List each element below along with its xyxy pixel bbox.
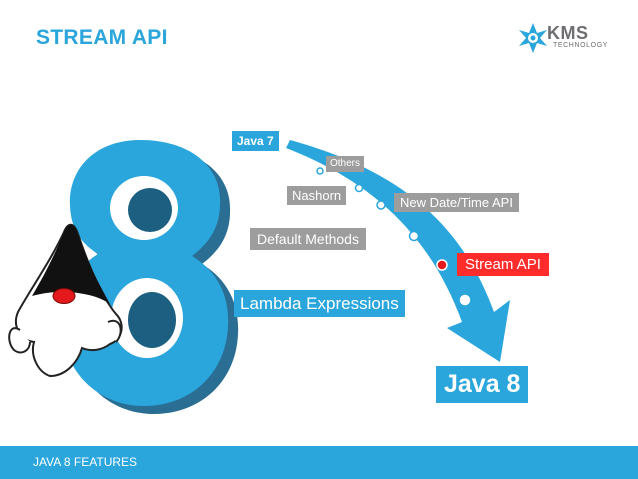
footer-bar: JAVA 8 FEATURES (0, 446, 638, 479)
label-stream-api: Stream API (457, 253, 549, 276)
footer-title: JAVA 8 FEATURES (33, 455, 138, 469)
logo-tagline: TECHNOLOGY (553, 42, 609, 49)
label-lambda-expressions: Lambda Expressions (234, 290, 405, 317)
slide-title: STREAM API (36, 26, 168, 49)
label-java8: Java 8 (436, 366, 529, 403)
label-java7: Java 7 (232, 131, 279, 151)
label-nashorn: Nashorn (287, 186, 347, 205)
label-new-date-time-api: New Date/Time API (394, 193, 519, 212)
kms-logo-icon (519, 23, 547, 53)
logo-brand: KMS (547, 23, 589, 43)
label-others: Others (326, 156, 365, 172)
timeline-arrow-icon (286, 140, 510, 362)
label-default-methods: Default Methods (250, 228, 366, 250)
duke-mascot-icon (8, 223, 123, 378)
